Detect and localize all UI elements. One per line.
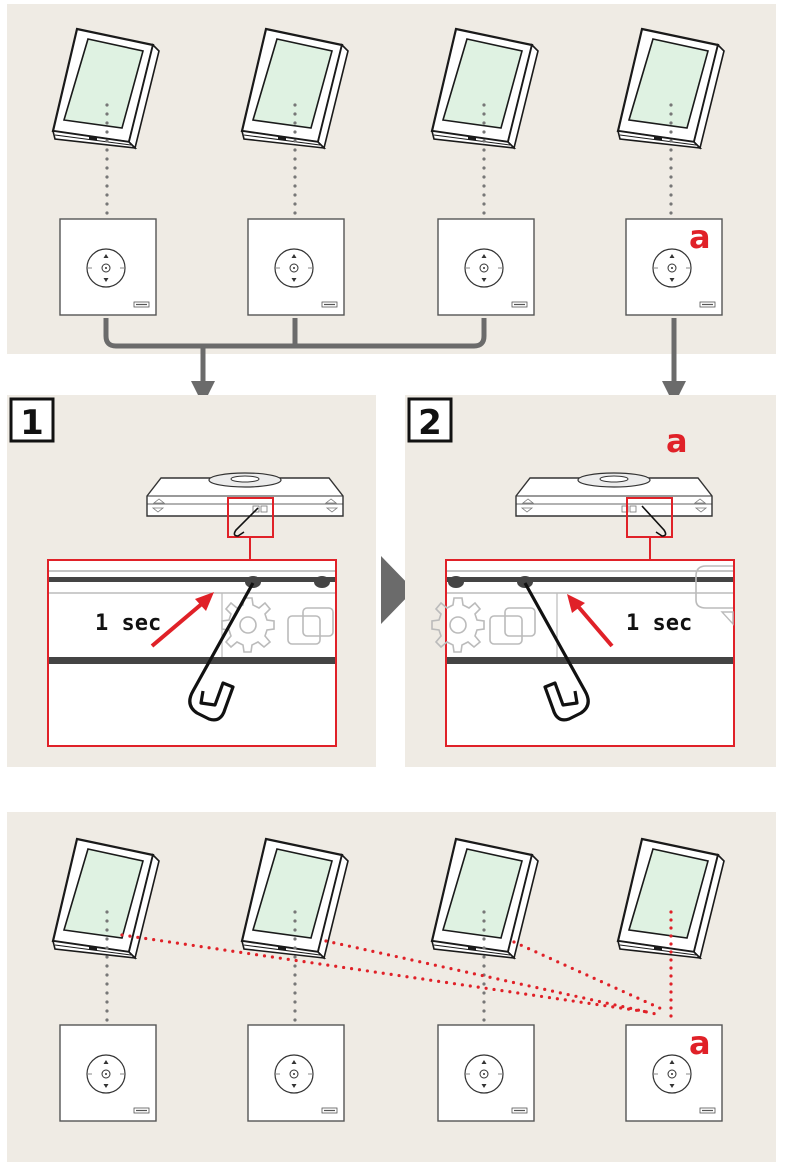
step-2-number: 2 bbox=[418, 403, 442, 443]
bottom-keypad-marker: a bbox=[689, 1024, 711, 1062]
step-2-marker: a bbox=[666, 422, 688, 460]
step-1-receiver bbox=[147, 473, 343, 516]
bottom-keypad-3 bbox=[438, 1025, 534, 1121]
top-keypad-marker: a bbox=[689, 218, 711, 256]
bottom-keypad-1 bbox=[60, 1025, 156, 1121]
top-keypad-2 bbox=[248, 219, 344, 315]
step-1-number: 1 bbox=[20, 403, 44, 443]
step-1-detail bbox=[48, 560, 336, 746]
step-1-duration: 1 sec bbox=[95, 611, 161, 636]
top-keypad-1 bbox=[60, 219, 156, 315]
step-2-duration: 1 sec bbox=[626, 611, 692, 636]
bottom-keypad-2 bbox=[248, 1025, 344, 1121]
top-keypad-3 bbox=[438, 219, 534, 315]
step-2-receiver bbox=[516, 473, 712, 516]
step-2-detail bbox=[432, 560, 734, 746]
